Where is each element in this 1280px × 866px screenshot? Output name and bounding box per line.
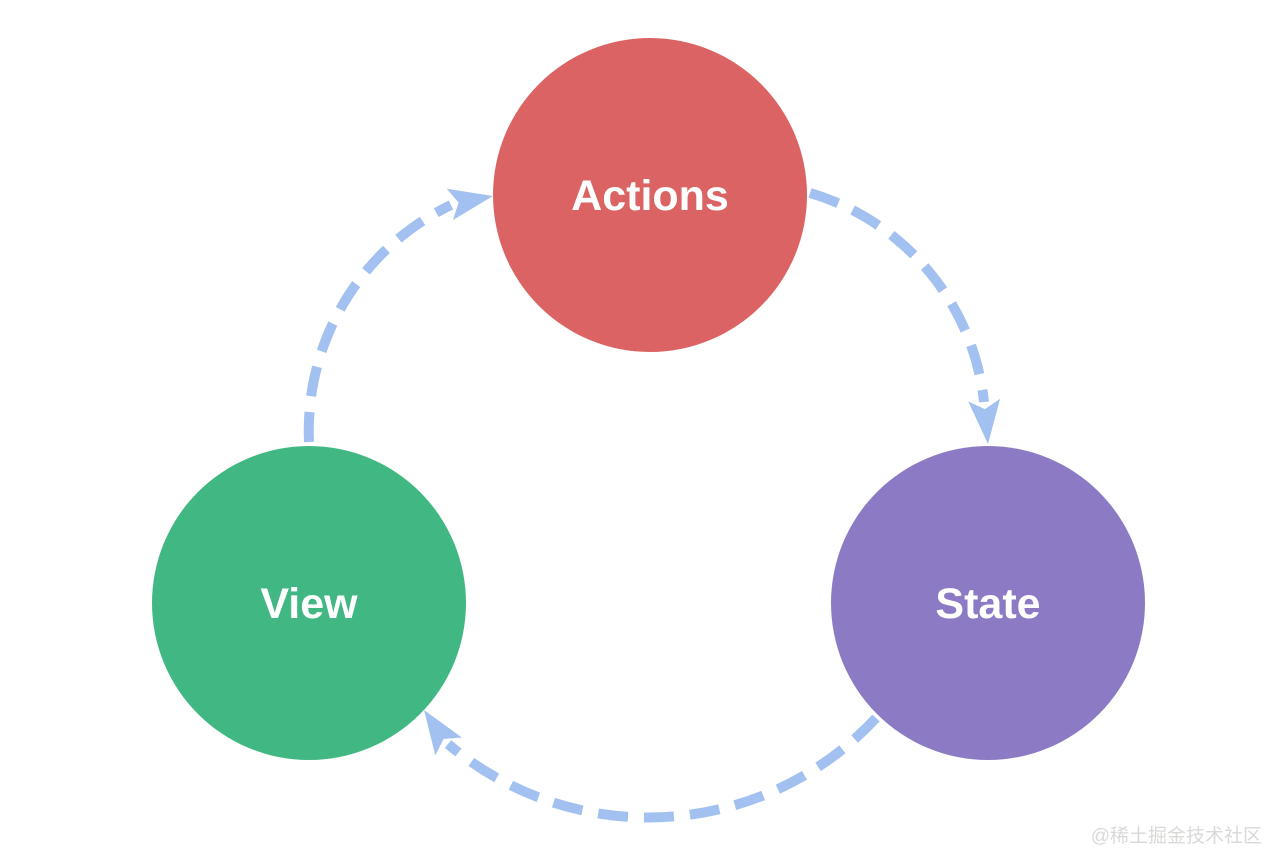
edge-state-to-view	[424, 710, 880, 823]
actions-circle	[493, 38, 807, 352]
watermark: @稀土掘金技术社区	[1091, 825, 1262, 847]
arrowhead-icon	[446, 188, 493, 221]
node-state: State	[831, 446, 1145, 760]
node-actions: Actions	[493, 38, 807, 352]
edge-actions-to-state	[808, 188, 1001, 444]
view-circle	[152, 446, 466, 760]
flow-arc-state-view	[444, 714, 880, 823]
arrowhead-icon	[424, 710, 462, 756]
edge-view-to-actions	[303, 188, 493, 443]
node-view: View	[152, 446, 466, 760]
flow-arc-actions-state	[808, 188, 989, 403]
state-label: State	[935, 580, 1040, 628]
arrowhead-icon	[968, 398, 1001, 444]
flow-arc-view-actions	[303, 200, 454, 443]
actions-label: Actions	[571, 172, 729, 220]
state-circle	[831, 446, 1145, 760]
view-label: View	[260, 580, 358, 628]
